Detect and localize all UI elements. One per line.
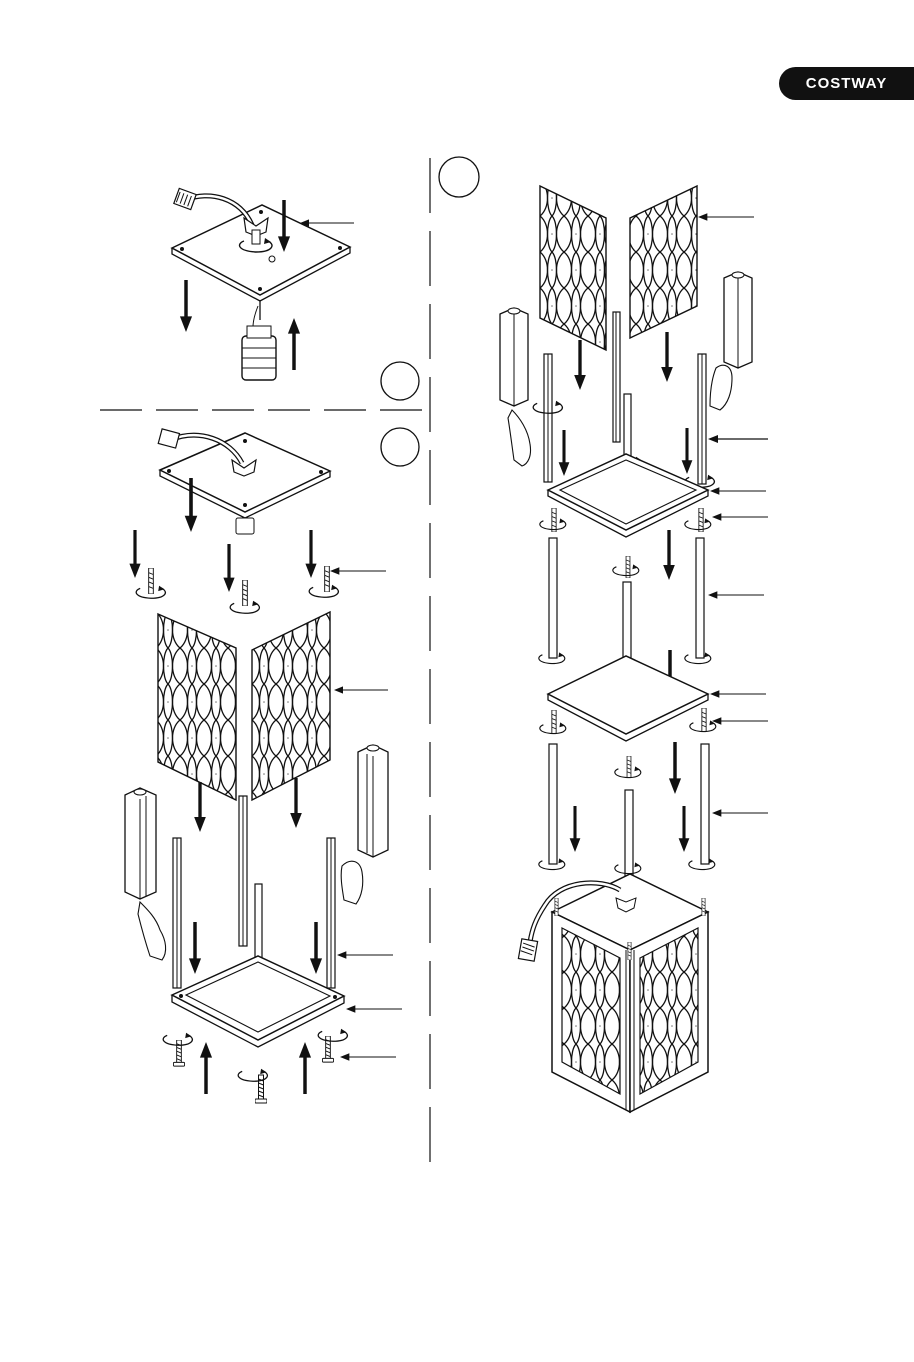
leader-arrow-icon (708, 435, 768, 443)
arrow-down-icon (305, 530, 316, 578)
leader-arrow-icon (330, 567, 386, 574)
mesh-panel-top-right (630, 186, 697, 338)
top-plate (172, 205, 350, 295)
step-circle-d (439, 157, 479, 197)
leader-arrow-icon (712, 809, 768, 816)
leader-arrow-icon (710, 690, 766, 697)
plate-middle (548, 656, 708, 734)
leader-arrow-icon (300, 219, 354, 226)
arrow-up-icon (288, 318, 300, 370)
plug (518, 939, 537, 961)
mesh-panel-right (252, 612, 330, 800)
leader-arrow-icon (334, 686, 388, 693)
step-c-group (125, 429, 402, 1103)
arrow-down-icon (180, 280, 192, 332)
step-circle-c (381, 428, 419, 466)
base-plate (172, 956, 344, 1040)
mesh-panel-top-left (540, 186, 606, 350)
leader-arrow-icon (346, 1005, 402, 1012)
arrow-down-icon (129, 530, 140, 578)
mesh-panel-left (158, 614, 236, 800)
step-a-group (172, 188, 354, 380)
leader-arrow-icon (337, 951, 393, 958)
leader-arrow-icon (708, 591, 764, 598)
leader-arrow-icon (712, 513, 768, 520)
leader-arrow-icon (712, 717, 768, 724)
leader-arrow-icon (698, 213, 754, 220)
leader-arrow-icon (340, 1053, 396, 1060)
arrow-down-icon (223, 544, 234, 592)
step-circle-b (381, 362, 419, 400)
step-d-group (500, 186, 768, 1112)
leader-arrow-icon (710, 487, 766, 494)
